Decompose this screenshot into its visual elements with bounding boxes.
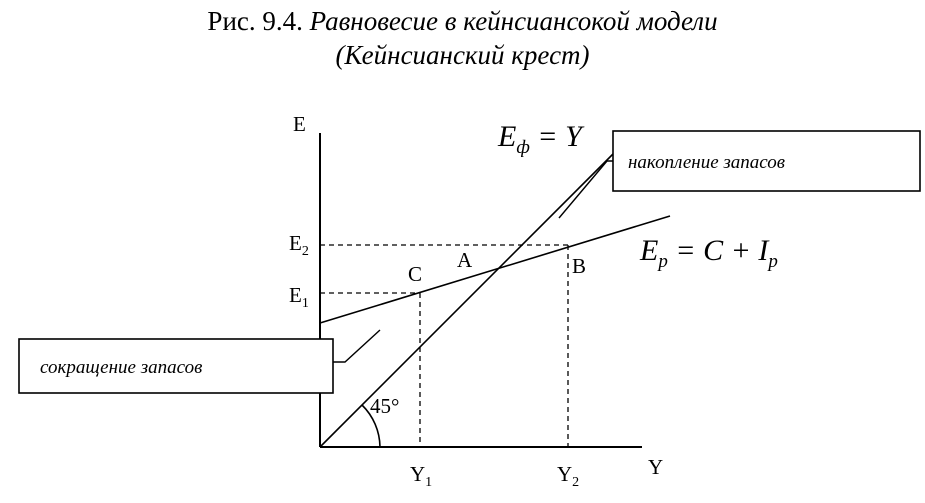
figure-number: Рис. 9.4. (207, 6, 303, 36)
y1-label: Y1 (410, 462, 432, 490)
figure-subtitle: (Кейнсианский крест) (335, 40, 590, 70)
angle-label: 45° (370, 394, 399, 418)
planned-expenditure-line (319, 215, 671, 324)
y-axis-label: E (293, 112, 306, 136)
y2-label: Y2 (557, 462, 579, 490)
accumulation-callout-text: накопление запасов (628, 152, 785, 173)
actual-expenditure-equation: Eф = Y (497, 120, 585, 158)
point-b-label: B (572, 254, 586, 278)
e2-label: E2 (289, 231, 309, 259)
planned-expenditure-equation: Ep = C + Ip (639, 234, 778, 272)
actual-expenditure-line (319, 151, 616, 448)
accumulation-leader (558, 160, 613, 219)
reduction-callout-box (18, 338, 334, 394)
figure-title: Рис. 9.4. Равновесие в кейнсиансокой мод… (0, 4, 925, 38)
e1-label: E1 (289, 283, 309, 311)
reduction-leader (333, 329, 381, 363)
x-axis-label: Y (648, 455, 663, 479)
point-c-label: C (408, 262, 422, 286)
reduction-callout-text: сокращение запасов (40, 357, 202, 378)
figure-title-text: Равновесие в кейнсиансокой модели (309, 6, 718, 36)
point-a-label: A (457, 248, 473, 272)
accumulation-callout-box (612, 130, 921, 192)
angle-arc (361, 404, 381, 448)
